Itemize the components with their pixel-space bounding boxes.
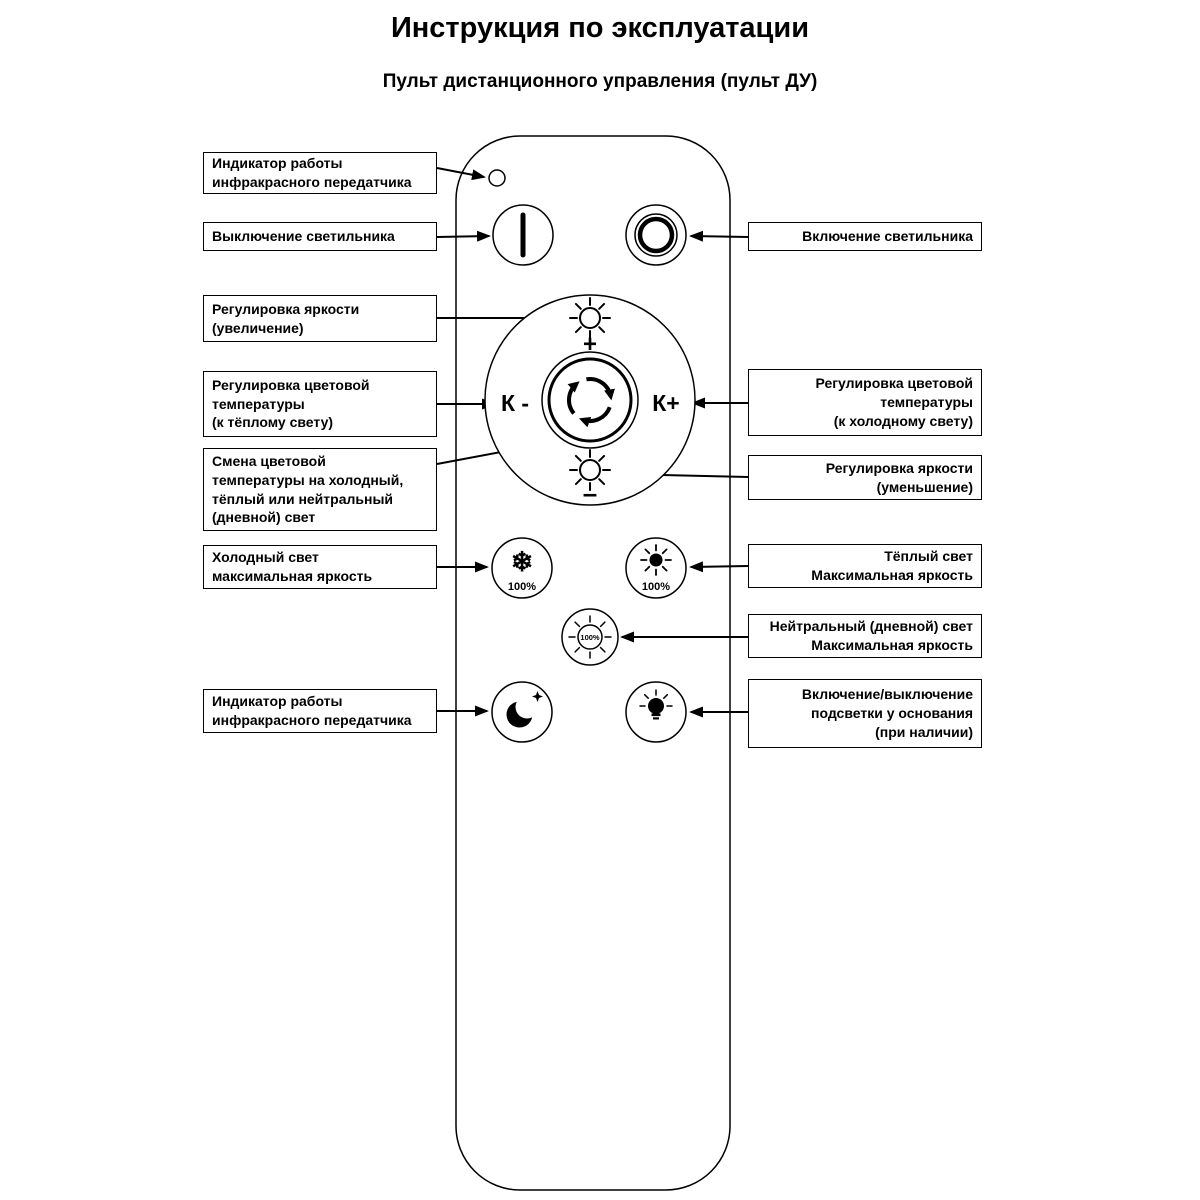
arrow-ir-indicator bbox=[436, 167, 486, 181]
base-light-button bbox=[625, 681, 687, 743]
night-mode-button bbox=[491, 681, 553, 743]
callout-neutral-max: Нейтральный (дневной) свет Максимальная … bbox=[748, 614, 982, 658]
callout-cool-temp: Регулировка цветовой температуры (к холо… bbox=[748, 369, 982, 436]
callout-label: Тёплый свет Максимальная яркость bbox=[811, 548, 973, 583]
arrow-warm-max bbox=[689, 561, 749, 573]
callout-cold-max: Холодный свет максимальная яркость bbox=[203, 545, 437, 589]
callout-warm-temp: Регулировка цветовой температуры (к тёпл… bbox=[203, 371, 437, 437]
callout-power-off: Выключение светильника bbox=[203, 222, 437, 251]
callout-ir-indicator: Индикатор работы инфракрасного передатчи… bbox=[203, 152, 437, 194]
callout-label: Регулировка цветовой температуры (к холо… bbox=[815, 375, 973, 429]
callout-warm-max: Тёплый свет Максимальная яркость bbox=[748, 544, 982, 588]
callout-power-on: Включение светильника bbox=[748, 222, 982, 251]
brightness-minus-label: – bbox=[583, 478, 597, 508]
warm-sun-icon bbox=[640, 544, 672, 576]
warm-percent-label: 100% bbox=[642, 581, 670, 593]
callout-brightness-up: Регулировка яркости (увеличение) bbox=[203, 295, 437, 342]
k-plus-label: К+ bbox=[652, 390, 679, 416]
color-cycle-button bbox=[541, 351, 639, 449]
callout-label: Выключение светильника bbox=[212, 228, 395, 245]
k-minus-label: К - bbox=[501, 390, 529, 416]
page-subtitle: Пульт дистанционного управления (пульт Д… bbox=[382, 71, 818, 92]
power-off-button bbox=[492, 204, 554, 266]
callout-color-change: Смена цветовой температуры на холодный, … bbox=[203, 448, 437, 531]
power-on-ring-icon bbox=[634, 213, 678, 257]
callout-label: Включение светильника bbox=[802, 228, 973, 245]
snowflake-icon: ❄ bbox=[511, 547, 534, 577]
bulb-icon bbox=[639, 689, 673, 720]
warm-max-button: 100% bbox=[625, 537, 687, 599]
callout-base-light: Включение/выключение подсветки у основан… bbox=[748, 679, 982, 748]
callout-label: Регулировка яркости (увеличение) bbox=[212, 300, 360, 336]
callout-label: Индикатор работы инфракрасного передатчи… bbox=[212, 155, 412, 190]
moon-icon bbox=[506, 691, 543, 728]
brightness-plus-label: + bbox=[583, 331, 597, 358]
cold-percent-label: 100% bbox=[508, 581, 536, 593]
callout-label: Регулировка яркости (уменьшение) bbox=[825, 459, 973, 495]
callout-night-mode: Индикатор работы инфракрасного передатчи… bbox=[203, 689, 437, 733]
neutral-percent-label: 100% bbox=[580, 633, 600, 642]
callout-label: Регулировка цветовой температуры (к тёпл… bbox=[212, 376, 370, 431]
callout-label: Нейтральный (дневной) свет Максимальная … bbox=[769, 618, 973, 653]
callout-label: Индикатор работы инфракрасного передатчи… bbox=[212, 693, 412, 728]
neutral-max-button: 100% bbox=[561, 608, 619, 666]
star-icon bbox=[532, 691, 543, 702]
cold-max-button: ❄ 100% bbox=[491, 537, 553, 599]
callout-label: Смена цветовой температуры на холодный, … bbox=[212, 452, 404, 526]
arrow-power-off bbox=[436, 230, 491, 242]
callout-brightness-down: Регулировка яркости (уменьшение) bbox=[748, 455, 982, 500]
arrow-power-on bbox=[689, 230, 749, 242]
callout-label: Холодный свет максимальная яркость bbox=[212, 549, 373, 584]
ir-indicator-led bbox=[488, 169, 506, 187]
page-title: Инструкция по эксплуатации bbox=[390, 12, 810, 44]
callout-label: Включение/выключение подсветки у основан… bbox=[801, 686, 973, 740]
power-on-button bbox=[625, 204, 687, 266]
color-brightness-dial: + К - К+ – bbox=[484, 294, 696, 508]
